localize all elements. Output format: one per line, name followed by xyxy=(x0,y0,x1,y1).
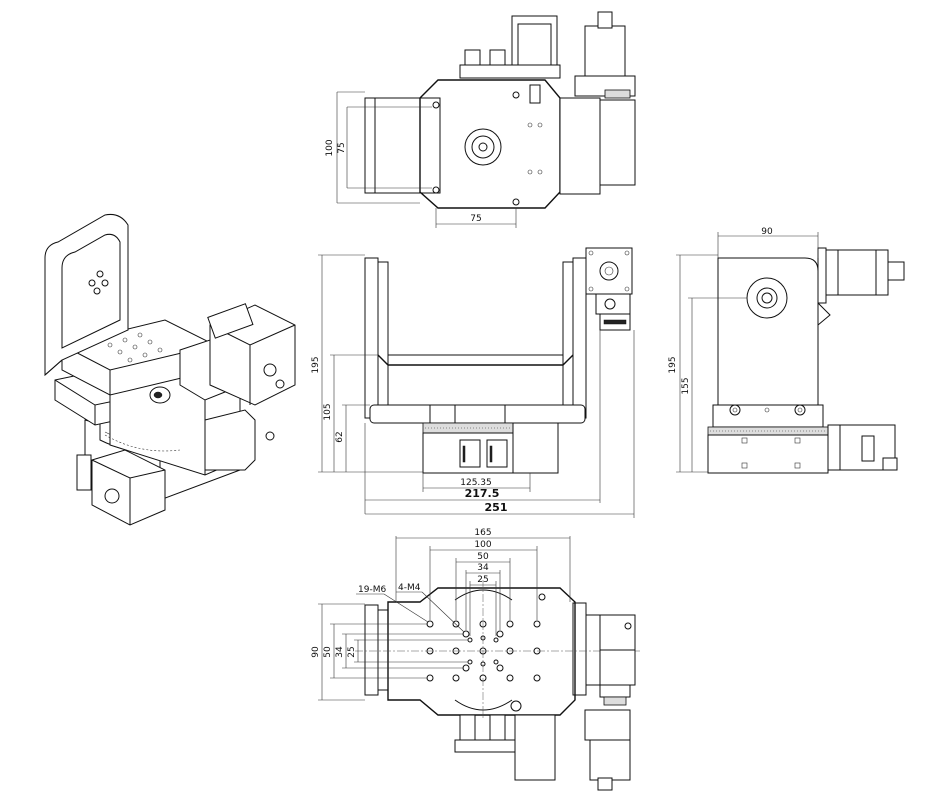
dim-bottom-90: 90 xyxy=(311,646,321,658)
dim-bottom-50-vertical: 50 xyxy=(323,646,333,658)
dim-side-195: 195 xyxy=(668,356,678,373)
top-view: 100 75 75 xyxy=(325,11,636,228)
mounting-holes xyxy=(426,593,546,712)
dim-bottom-25-vertical: 25 xyxy=(347,646,357,657)
dim-top-100: 100 xyxy=(325,139,335,156)
dim-front-125: 125.35 xyxy=(460,478,492,488)
hole-callout-m6: 19-M6 xyxy=(358,585,386,595)
dim-bottom-25: 25 xyxy=(477,575,488,585)
hole-callout-m4: 4-M4 xyxy=(398,583,421,593)
dim-front-251: 251 xyxy=(485,501,508,514)
front-view: 195 105 62 125.35 217.5 251 xyxy=(311,247,635,518)
dim-bottom-50: 50 xyxy=(477,552,489,562)
dim-bottom-165: 165 xyxy=(474,528,491,538)
dim-bottom-34: 34 xyxy=(477,563,489,573)
dim-top-75-vertical: 75 xyxy=(337,142,347,153)
isometric-view xyxy=(44,214,296,526)
dim-front-105: 105 xyxy=(323,403,333,420)
dim-bottom-100: 100 xyxy=(474,540,491,550)
dim-bottom-34-vertical: 34 xyxy=(335,646,345,658)
bottom-view: 165 100 50 34 25 90 50 34 25 19-M6 4-M4 xyxy=(311,528,640,791)
dim-front-62: 62 xyxy=(335,431,345,442)
dim-side-90: 90 xyxy=(761,227,773,237)
dim-side-155: 155 xyxy=(681,377,691,394)
dim-top-75-horizontal: 75 xyxy=(470,214,481,224)
side-view: 90 195 155 xyxy=(668,227,905,474)
dim-front-195: 195 xyxy=(311,356,321,373)
dim-front-217: 217.5 xyxy=(465,487,500,500)
